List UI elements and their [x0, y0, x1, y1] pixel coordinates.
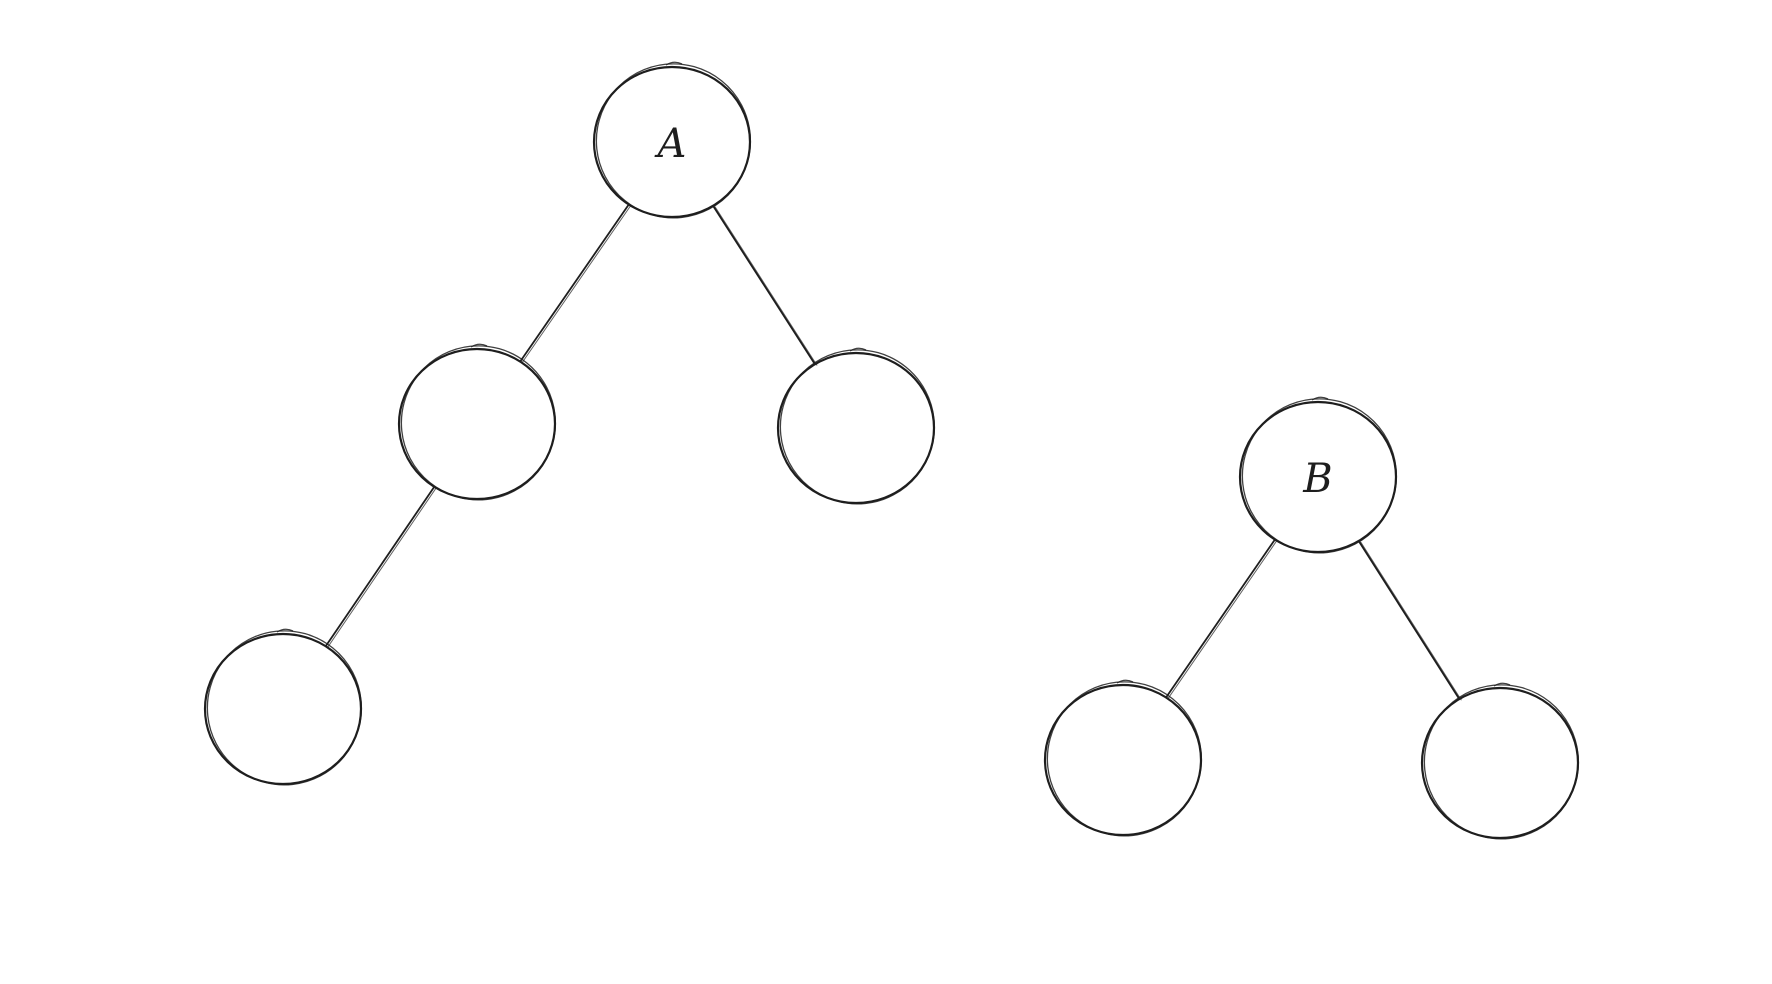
node-label: A — [654, 121, 687, 167]
node-b-left — [1043, 679, 1203, 837]
edge-b-root-to-b-right — [1357, 540, 1462, 701]
edges-layer — [324, 203, 1462, 701]
nodes-layer: AB — [203, 61, 1580, 840]
node-a-root: A — [592, 61, 752, 219]
node-a-right — [776, 347, 936, 505]
edge-a-root-to-a-right — [712, 205, 818, 366]
node-a-left-left — [203, 628, 363, 786]
edge-b-root-to-b-left — [1165, 538, 1278, 699]
edge-a-left-to-a-left-left — [324, 485, 437, 648]
node-b-root: B — [1238, 396, 1398, 554]
node-a-left — [397, 343, 557, 501]
edge-a-root-to-a-left — [519, 203, 632, 363]
node-label: B — [1302, 456, 1332, 502]
node-b-right — [1420, 682, 1580, 840]
